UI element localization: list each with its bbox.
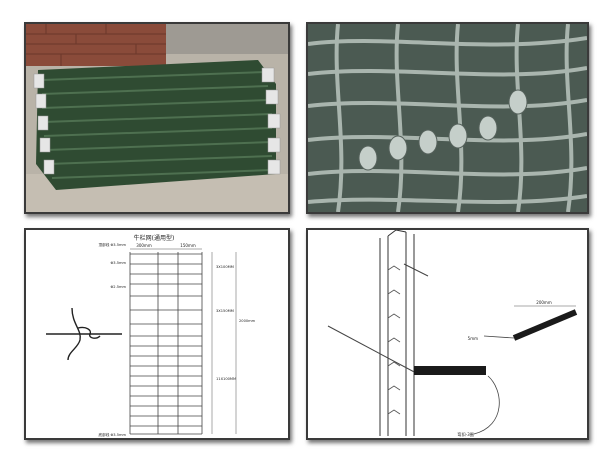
dim-spacing-a: 3X100MM (216, 265, 234, 269)
bend-arrow (473, 375, 500, 435)
drawing-title: 牛栏网(通用型) (134, 234, 175, 242)
fence-knots-photo (308, 24, 587, 212)
brick-wall (26, 24, 166, 66)
wire-label-top: 顶部线 Φ3.5mm (99, 242, 127, 247)
photo-panel-t-posts (24, 22, 290, 214)
post-end-plates (33, 67, 281, 175)
knot-detail (46, 307, 122, 361)
dim-spacing-b: 3X150MM (216, 309, 234, 313)
photo-panel-fence-knots (306, 22, 589, 214)
fence-verticals (129, 252, 203, 434)
brick-lines (26, 24, 166, 66)
tie-wire-end (483, 335, 515, 339)
dim-top-width-right: 150mm (180, 243, 196, 248)
t-post-drawing: 200mm 5mm 弯扣-3圈 (327, 230, 578, 438)
drawing-panel-t-post: 200mm 5mm 弯扣-3圈 (306, 228, 589, 440)
dim-spacing-c: 11X100MM (216, 377, 236, 381)
bend-note: 弯扣-3圈 (457, 431, 474, 438)
wire-label-third: Φ2.5mm (110, 285, 126, 289)
background-stack (166, 24, 288, 54)
clip-wire-top (403, 263, 429, 277)
tie-wire (512, 309, 578, 341)
post-studs (387, 265, 401, 415)
photo-bg (308, 24, 587, 212)
fence-drawing: 牛栏网(通用型) 300mm 150mm 顶部线 Φ3.5mm Φ3.5mm Φ… (46, 234, 256, 437)
tie-bar (414, 366, 486, 375)
fence-horizontals (130, 253, 202, 435)
wire-label-bottom: 底部线 Φ3.5mm (99, 432, 127, 437)
fence-wire (327, 325, 419, 375)
dim-height: 2000mm (239, 319, 256, 323)
dim-length: 200mm (536, 300, 552, 305)
knot-coils (358, 89, 528, 171)
dim-top-width-left: 300mm (136, 243, 152, 248)
t-posts-photo (26, 24, 288, 212)
fence-wires (308, 24, 587, 212)
dim-small: 5mm (468, 336, 478, 341)
post-highlights (41, 71, 273, 179)
drawing-panel-fence: 牛栏网(通用型) 300mm 150mm 顶部线 Φ3.5mm Φ3.5mm Φ… (24, 228, 290, 440)
post-outline (379, 230, 415, 436)
wire-label-second: Φ3.5mm (110, 261, 126, 265)
